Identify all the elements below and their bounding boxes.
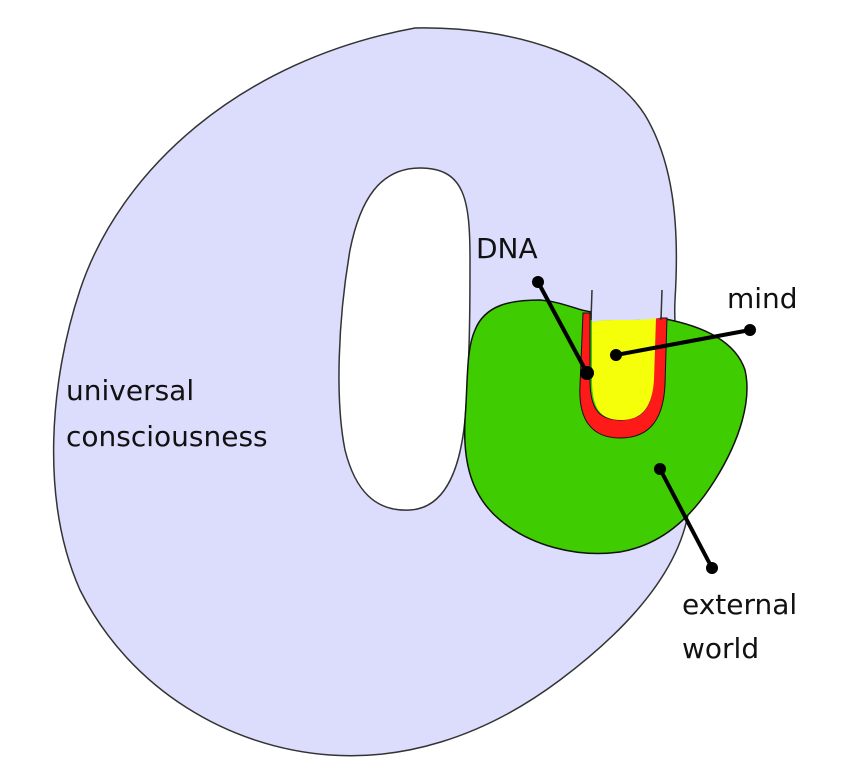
mind-region (592, 318, 656, 420)
neck-outline-right (660, 289, 663, 321)
dna-leader-dot-end (580, 366, 594, 380)
neck-outline-left (590, 289, 593, 321)
mind-leader-dot-end (744, 324, 756, 336)
mind-leader (610, 324, 756, 361)
external-world-leader (654, 463, 718, 574)
label-universal: universal (66, 374, 194, 407)
universal-consciousness-region (52, 27, 692, 757)
dna-region (579, 312, 668, 439)
label-dna: DNA (476, 232, 538, 265)
dna-leader (532, 276, 594, 380)
label-external: external (682, 588, 797, 621)
label-world: world (682, 632, 759, 665)
external-leader-dot-end (706, 562, 718, 574)
label-mind: mind (727, 282, 798, 315)
dna-leader-dot-start (532, 276, 544, 288)
uc-neck (592, 300, 660, 322)
external-leader-dot-start (654, 463, 666, 475)
mind-leader-dot-start (610, 349, 622, 361)
label-consciousness: consciousness (66, 420, 268, 453)
